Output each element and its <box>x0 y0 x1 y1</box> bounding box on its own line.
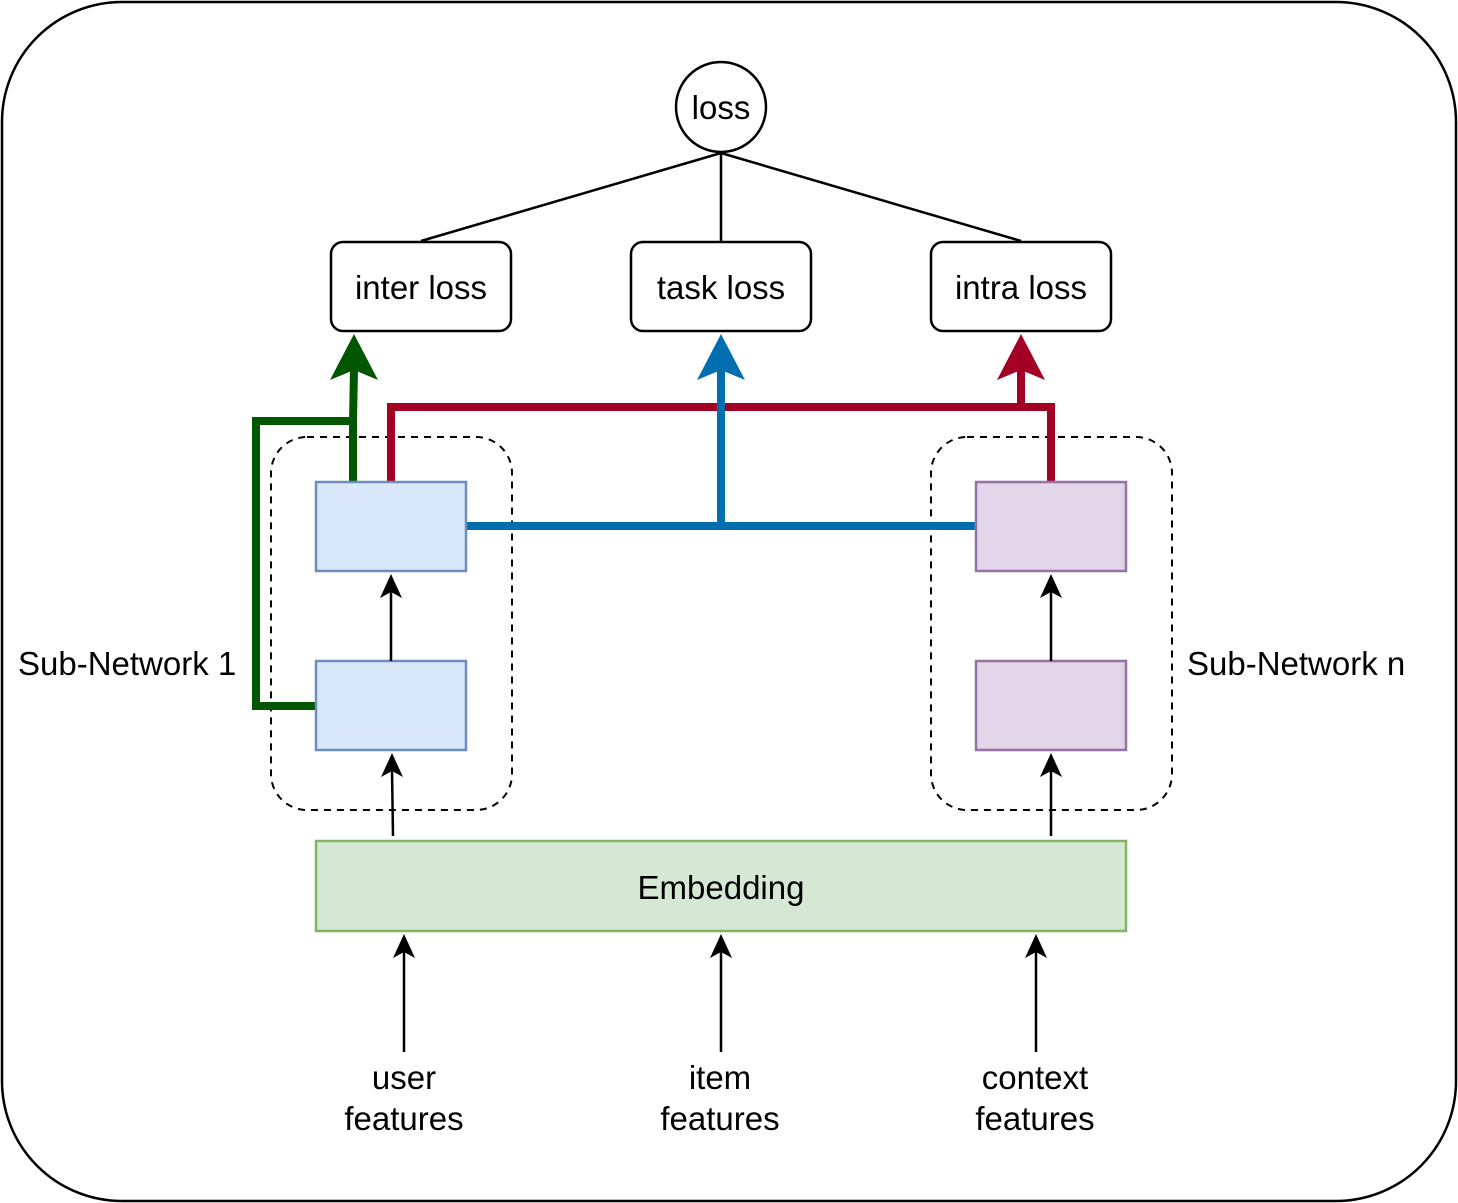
inter-loss-box <box>329 240 513 333</box>
internal-arrowheads <box>380 574 1062 958</box>
loss-node-label: loss <box>692 89 751 126</box>
embedding-block <box>314 839 1128 933</box>
green-arrowhead <box>330 334 378 380</box>
sub-network-n-top-block <box>974 480 1128 573</box>
green-path <box>252 369 358 710</box>
intra-loss-label: intra loss <box>955 269 1087 306</box>
task-loss-box <box>629 240 813 333</box>
loss-node <box>674 60 768 154</box>
task-loss-label: task loss <box>657 269 785 306</box>
intra-loss-box <box>929 240 1113 333</box>
sub-network-1-top-block <box>314 480 468 573</box>
user-features-label-line1: user <box>372 1059 436 1096</box>
blue-arrowhead <box>697 334 745 380</box>
sub-network-n-label: Sub-Network n <box>1187 645 1405 682</box>
item-features-label-line2: features <box>660 1100 779 1137</box>
inter-loss-label: inter loss <box>355 269 487 306</box>
embedding-label: Embedding <box>638 869 805 906</box>
context-features-label-line1: context <box>982 1059 1088 1096</box>
item-features-label-line1: item <box>689 1059 751 1096</box>
sub-network-1-label: Sub-Network 1 <box>18 645 236 682</box>
internal-arrows <box>389 590 1053 1052</box>
sub-network-1-bottom-block <box>314 659 468 752</box>
context-features-label-line2: features <box>975 1100 1094 1137</box>
user-features-label-line2: features <box>344 1100 463 1137</box>
loss-connectors <box>420 151 1022 243</box>
sub-network-n-bottom-block <box>974 659 1128 752</box>
red-arrowhead <box>997 334 1045 380</box>
